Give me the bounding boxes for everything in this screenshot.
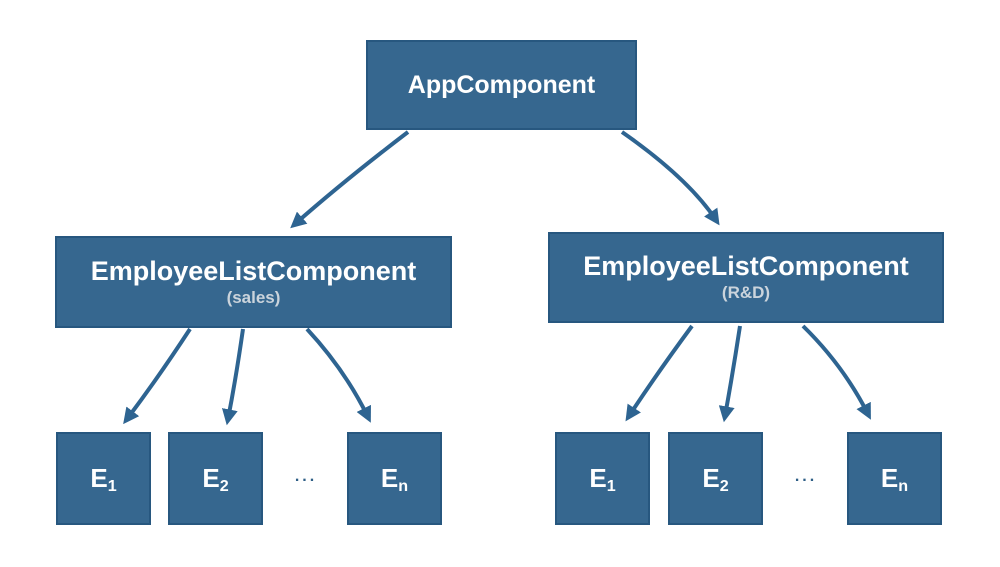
ellipsis-dots-sales: ... <box>294 468 318 485</box>
employee-label-base: E <box>380 463 399 493</box>
node-app-component-label: AppComponent <box>407 70 596 99</box>
node-sales-e2: E2 <box>168 432 263 525</box>
employee-label-sub: 2 <box>219 477 229 496</box>
node-app-component: AppComponent <box>366 40 637 130</box>
node-sales-e1: E1 <box>56 432 151 525</box>
arrow-sales-to-e1 <box>123 327 192 425</box>
employee-label-sub: 1 <box>107 477 117 496</box>
node-employee-list-rnd: EmployeeListComponent (R&D) <box>548 232 944 323</box>
employee-label-sub: 2 <box>719 477 729 496</box>
employee-label-sub: n <box>898 477 909 496</box>
arrow-rnd-to-e2 <box>718 325 742 423</box>
arrow-root-to-sales <box>290 130 410 229</box>
arrow-rnd-to-e1 <box>625 324 694 422</box>
employee-label-sub: 1 <box>606 477 616 496</box>
employee-label-base: E <box>202 463 220 493</box>
arrow-rnd-to-en <box>801 324 871 420</box>
arrow-sales-to-en <box>305 327 371 423</box>
employee-label-base: E <box>90 463 108 493</box>
ellipsis-dots-rnd: ... <box>794 468 818 485</box>
employee-label-sub: n <box>398 477 409 496</box>
employee-label-base: E <box>702 463 720 493</box>
node-sales-en: En <box>347 432 442 525</box>
arrow-root-to-rnd <box>620 130 720 226</box>
node-rnd-en: En <box>847 432 942 525</box>
node-employee-list-rnd-label: EmployeeListComponent <box>583 251 909 282</box>
node-rnd-e2: E2 <box>668 432 763 525</box>
node-employee-list-rnd-sublabel: (R&D) <box>721 283 771 302</box>
node-rnd-e1: E1 <box>555 432 650 525</box>
employee-label-base: E <box>880 463 899 493</box>
arrow-sales-to-e2 <box>221 328 245 426</box>
node-employee-list-sales-label: EmployeeListComponent <box>90 255 417 286</box>
employee-label-base: E <box>589 463 607 493</box>
node-employee-list-sales-sublabel: (sales) <box>226 287 281 307</box>
node-employee-list-sales: EmployeeListComponent (sales) <box>55 236 452 328</box>
